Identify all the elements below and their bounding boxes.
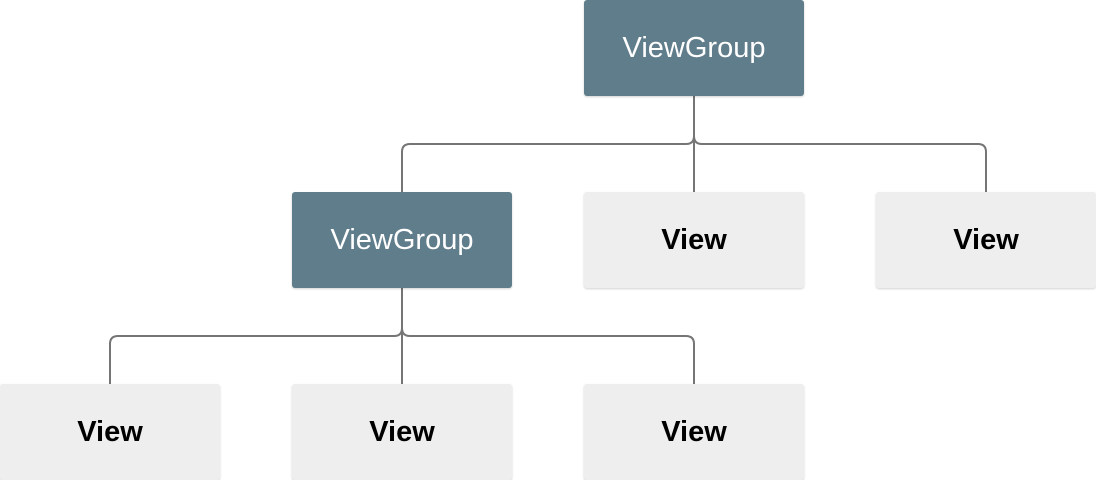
node-label: View <box>661 223 727 256</box>
view-node-3: View <box>0 384 220 480</box>
node-label: View <box>953 223 1019 256</box>
connector-root-trunk <box>693 96 987 192</box>
node-label: View <box>369 415 435 448</box>
view-node-4: View <box>292 384 512 480</box>
node-label: ViewGroup <box>330 223 474 256</box>
node-label: View <box>661 415 727 448</box>
node-label: View <box>77 415 143 448</box>
root-viewgroup-node: ViewGroup <box>584 0 804 96</box>
view-node-2: View <box>876 192 1096 288</box>
node-label: ViewGroup <box>622 31 766 64</box>
connector-group-trunk <box>401 288 695 384</box>
connector-root-left <box>401 135 695 192</box>
view-node-1: View <box>584 192 804 288</box>
connector-group-left <box>109 327 403 384</box>
child-viewgroup-node: ViewGroup <box>292 192 512 288</box>
view-node-5: View <box>584 384 804 480</box>
